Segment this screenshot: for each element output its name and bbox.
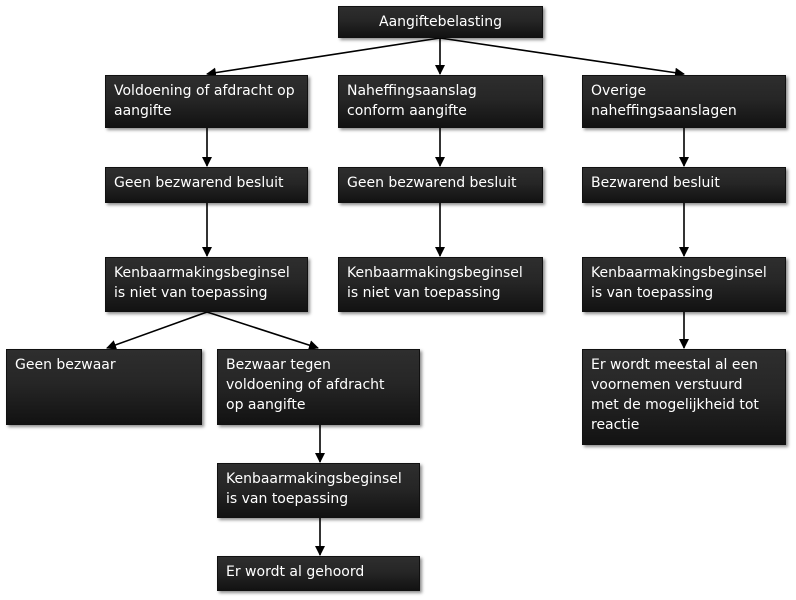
node-overige-naheffingsaanslagen: Overige naheffingsaanslagen xyxy=(582,75,786,128)
arrow-root-to-overige xyxy=(439,37,685,78)
node-kenbaarmaking-niet-1: Kenbaarmakingsbeginsel is niet van toepa… xyxy=(105,257,308,312)
arrow-root-to-voldoening xyxy=(206,37,441,78)
node-geen-bezwarend-besluit-1: Geen bezwarend besluit xyxy=(105,167,308,203)
node-geen-bezwaar: Geen bezwaar xyxy=(6,349,202,425)
node-kenbaarmaking-wel-1: Kenbaarmakingsbeginsel is van toepassing xyxy=(582,257,786,312)
arrow-kenbaar-niet-to-geen-bezwaar xyxy=(106,311,208,350)
node-aangiftebelasting: Aangiftebelasting xyxy=(338,6,543,38)
arrow-kenbaar-niet-to-bezwaar-tegen xyxy=(206,311,319,350)
node-naheffingsaanslag-conform: Naheffingsaanslag conform aangifte xyxy=(338,75,543,128)
node-geen-bezwarend-besluit-2: Geen bezwarend besluit xyxy=(338,167,543,203)
node-kenbaarmaking-wel-2: Kenbaarmakingsbeginsel is van toepassing xyxy=(217,463,420,518)
node-er-wordt-al-gehoord: Er wordt al gehoord xyxy=(217,556,420,591)
node-kenbaarmaking-niet-2: Kenbaarmakingsbeginsel is niet van toepa… xyxy=(338,257,543,312)
node-voldoening-of-afdracht: Voldoening of afdracht op aangifte xyxy=(105,75,308,128)
node-bezwarend-besluit: Bezwarend besluit xyxy=(582,167,786,203)
node-voornemen-verstuurd: Er wordt meestal al een voornemen verstu… xyxy=(582,349,786,445)
node-bezwaar-tegen-voldoening: Bezwaar tegen voldoening of afdracht op … xyxy=(217,349,420,425)
